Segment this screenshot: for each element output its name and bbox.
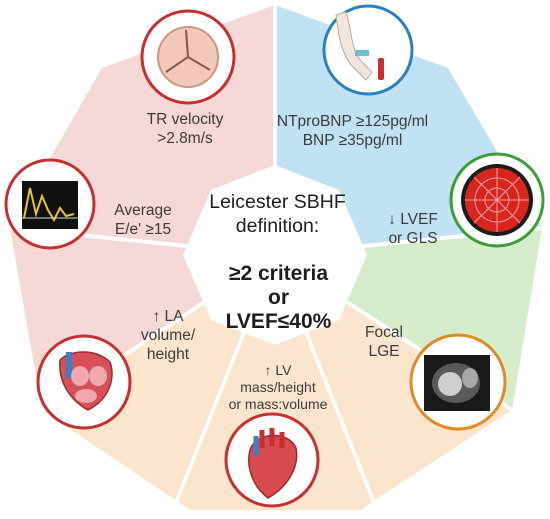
center-rule-line: ≥2 criteria: [228, 262, 329, 285]
center-rule-line: LVEF≤40%: [225, 310, 332, 333]
label-line: >2.8m/s: [157, 130, 213, 147]
label-line: LGE: [368, 343, 400, 360]
label-line: TR velocity: [146, 111, 224, 128]
center-rule-line: or: [268, 286, 289, 309]
label-line: NTproBNP ≥125pg/ml: [276, 113, 429, 130]
label-natriuretic: NTproBNP ≥125pg/ml BNP ≥35pg/ml: [270, 112, 435, 150]
label-line: E/e' ≥15: [114, 221, 172, 238]
center-title-line: Leicester SBHF: [209, 191, 346, 213]
label-lv-mass: ↑ LV mass/height or mass:volume: [218, 362, 338, 413]
label-line: ↑ LV: [264, 362, 292, 378]
strain-bullseye-icon: [449, 152, 545, 248]
center-title-line: definition:: [235, 215, 320, 237]
label-line: volume/: [140, 327, 196, 344]
label-lge: Focal LGE: [356, 323, 412, 361]
label-line: ↓ LVEF: [388, 211, 438, 228]
tricuspid-valve-icon: [140, 9, 236, 105]
center-hub: [183, 165, 367, 345]
label-line: mass/height: [240, 379, 316, 395]
label-line: ↑ LA: [152, 308, 184, 325]
label-line: Focal: [365, 324, 403, 341]
label-e-e-prime: Average E/e' ≥15: [98, 201, 188, 239]
label-tr-velocity: TR velocity >2.8m/s: [130, 110, 240, 148]
label-line: or GLS: [388, 230, 438, 247]
heart-cross-section-icon: [36, 334, 132, 430]
doppler-trace-icon: [4, 158, 96, 250]
center-title: Leicester SBHF definition:: [160, 190, 395, 238]
label-line: BNP ≥35pg/ml: [302, 132, 403, 149]
heart-icon: [224, 412, 320, 508]
label-line: Average: [114, 202, 172, 219]
label-lvef: ↓ LVEF or GLS: [378, 210, 448, 248]
label-la-volume: ↑ LA volume/ height: [128, 307, 208, 364]
cardiac-mri-icon: [409, 333, 507, 431]
label-line: or mass:volume: [228, 396, 328, 412]
center-rule: ≥2 criteria or LVEF≤40%: [166, 262, 391, 334]
label-line: height: [146, 346, 190, 363]
blood-sample-arm-icon: [322, 4, 414, 96]
